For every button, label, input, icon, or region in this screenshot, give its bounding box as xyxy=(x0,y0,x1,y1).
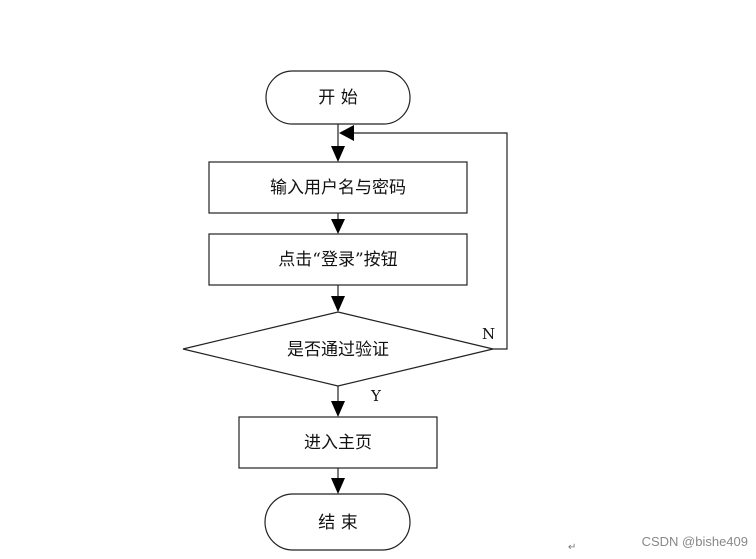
arrowhead-to-end xyxy=(331,478,345,494)
arrowhead-loop-back xyxy=(339,125,354,141)
click-login-label: 点击“登录”按钮 xyxy=(278,250,397,270)
start-label: 开 始 xyxy=(318,88,357,108)
input-credentials-box xyxy=(208,161,468,214)
arrowhead-to-input xyxy=(331,146,345,162)
end-label: 结 束 xyxy=(318,513,357,533)
arrowhead-to-decision xyxy=(331,296,345,312)
end-terminator xyxy=(264,493,411,551)
connector-no-loop xyxy=(354,132,508,350)
branch-no-label: N xyxy=(482,325,495,343)
branch-yes-label: Y xyxy=(370,387,382,405)
csdn-watermark: CSDN @bishe409 xyxy=(641,534,748,549)
verify-decision-label: 是否通过验证 xyxy=(287,340,389,360)
enter-homepage-label: 进入主页 xyxy=(304,433,372,453)
arrowhead-to-click xyxy=(331,219,345,234)
enter-homepage-box xyxy=(238,416,438,469)
paragraph-mark: ↵ xyxy=(568,542,577,553)
input-credentials-label: 输入用户名与密码 xyxy=(270,178,406,198)
arrowhead-to-enter xyxy=(331,401,345,417)
